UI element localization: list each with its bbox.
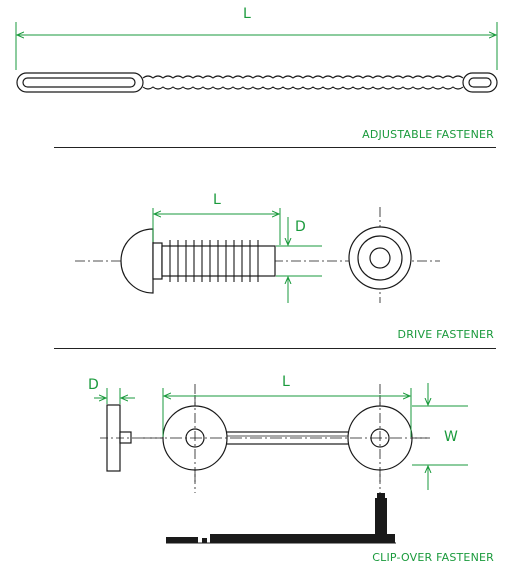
clip-section-base-main: [210, 534, 395, 543]
drive-diameter-label: D: [295, 219, 306, 235]
clip-over-fastener-caption: CLIP-OVER FASTENER: [372, 551, 494, 564]
drive-end-view-inner-circle: [369, 247, 391, 269]
adjustable-strap-top-edge: [142, 75, 464, 79]
drive-fastener-caption: DRIVE FASTENER: [397, 328, 494, 341]
clip-diameter-label: D: [88, 377, 99, 393]
clip-section-base-tab: [202, 538, 207, 543]
drive-threads: [169, 240, 259, 282]
adjustable-fastener-caption: ADJUSTABLE FASTENER: [362, 128, 494, 141]
clip-over-fastener-figure: [94, 383, 468, 544]
adjustable-strap-bottom-edge: [142, 86, 464, 90]
separator-middle: [54, 348, 496, 349]
clip-width-label: W: [444, 429, 458, 445]
adjustable-length-label: L: [243, 6, 251, 22]
drive-end-view-middle-circle: [357, 235, 403, 281]
clip-section-stud-cap: [377, 493, 385, 499]
clip-section-base-left: [166, 537, 198, 543]
adjustable-left-loop-inner: [22, 77, 136, 88]
clip-section-stud: [375, 498, 387, 538]
drive-dome-head: [120, 228, 154, 294]
drive-collar: [152, 242, 163, 280]
clip-length-label: L: [282, 374, 290, 390]
clip-side-stud: [119, 431, 132, 444]
adjustable-fastener-figure: [15, 22, 498, 93]
drive-length-label: L: [213, 192, 221, 208]
drive-fastener-figure: [75, 207, 440, 303]
separator-top: [54, 147, 496, 148]
adjustable-right-loop-inner: [468, 77, 492, 88]
